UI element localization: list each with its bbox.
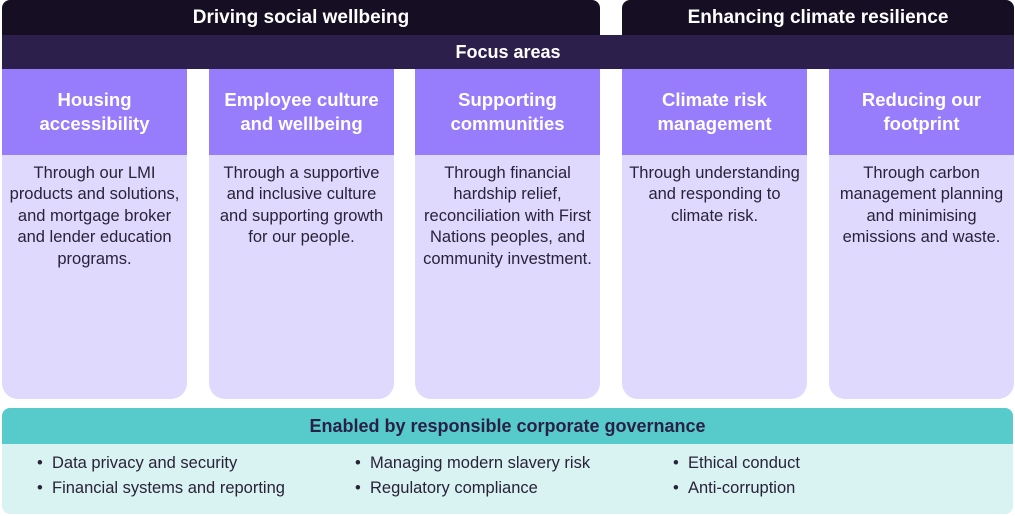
card-supporting-communities: Supporting communities Through financial… (415, 69, 600, 399)
governance-item: Managing modern slavery risk (355, 451, 673, 476)
card-title: Supporting communities (415, 69, 600, 155)
governance-item: Regulatory compliance (355, 476, 673, 501)
card-description: Through our LMI products and solutions, … (9, 164, 180, 268)
pillar-title: Enhancing climate resilience (687, 7, 949, 28)
governance-list: Data privacy and security Financial syst… (2, 444, 1013, 501)
focus-areas-label: Focus areas (455, 41, 561, 62)
card-climate-risk: Climate risk management Through understa… (622, 69, 807, 399)
governance-item: Data privacy and security (37, 451, 355, 476)
governance-item: Ethical conduct (673, 451, 973, 476)
governance-column: Managing modern slavery risk Regulatory … (355, 451, 673, 501)
card-description: Through carbon management planning and m… (839, 164, 1004, 247)
pillar-title: Driving social wellbeing (192, 7, 410, 28)
governance-panel: Enabled by responsible corporate governa… (2, 408, 1013, 514)
card-title: Employee culture and wellbeing (209, 69, 394, 155)
card-title: Housing accessibility (2, 69, 187, 155)
card-description: Through financial hardship relief, recon… (423, 164, 592, 268)
governance-column: Data privacy and security Financial syst… (37, 451, 355, 501)
card-housing-accessibility: Housing accessibility Through our LMI pr… (2, 69, 187, 399)
card-description: Through understanding and responding to … (629, 164, 800, 225)
governance-item: Anti-corruption (673, 476, 973, 501)
card-title: Reducing our footprint (829, 69, 1014, 155)
card-title: Climate risk management (622, 69, 807, 155)
pillar-climate-resilience: Enhancing climate resilience (622, 0, 1014, 36)
card-reducing-footprint: Reducing our footprint Through carbon ma… (829, 69, 1014, 399)
card-description: Through a supportive and inclusive cultu… (219, 164, 384, 247)
governance-title: Enabled by responsible corporate governa… (2, 408, 1013, 444)
governance-item: Financial systems and reporting (37, 476, 355, 501)
card-employee-culture: Employee culture and wellbeing Through a… (209, 69, 394, 399)
focus-areas-band: Focus areas (2, 35, 1014, 69)
pillar-social-wellbeing: Driving social wellbeing (2, 0, 600, 36)
governance-column: Ethical conduct Anti-corruption (673, 451, 973, 501)
